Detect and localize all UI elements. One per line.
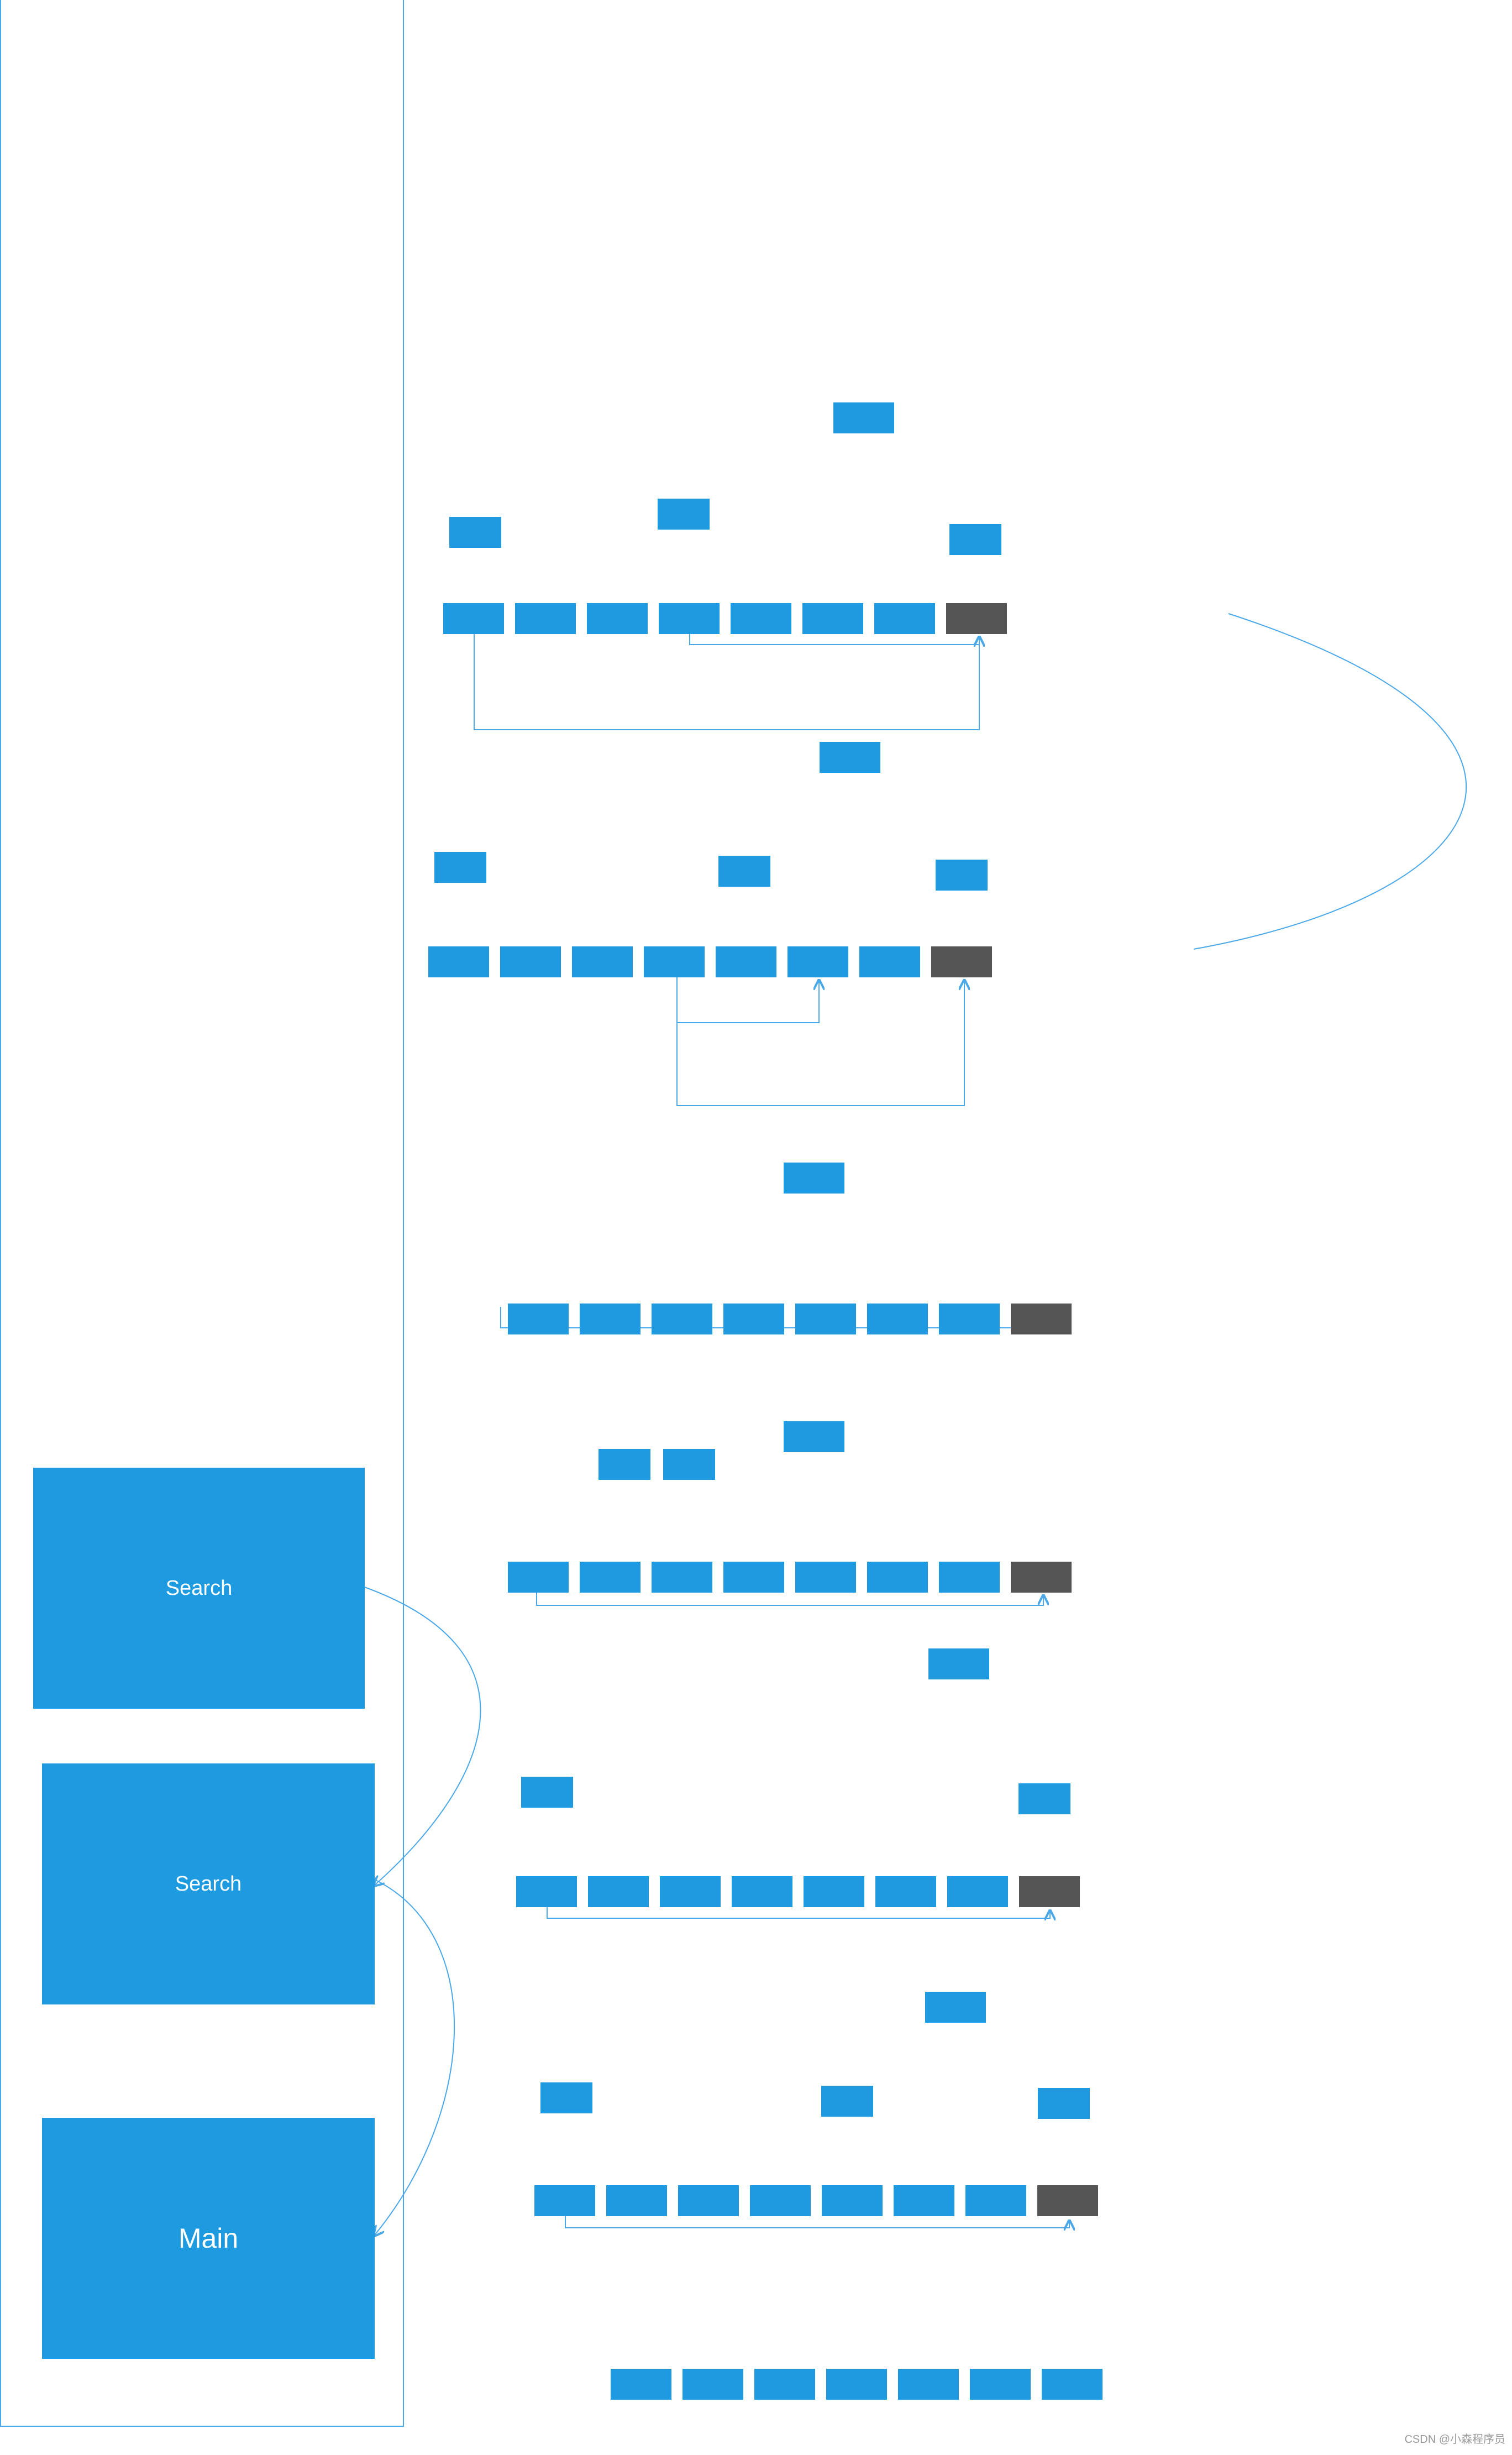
return-curve xyxy=(1193,613,1467,950)
stack-frame-search-inner: Search xyxy=(42,1763,375,2004)
array-cell xyxy=(965,2185,1026,2216)
search-value-box xyxy=(833,402,894,433)
array-cell xyxy=(652,1304,712,1334)
pointer-box xyxy=(936,860,988,891)
array-cell xyxy=(874,603,935,634)
range-bracket xyxy=(536,1593,1043,1606)
mid-to-right-link xyxy=(689,634,979,645)
array-end-cell xyxy=(1011,1304,1072,1334)
array-end-cell xyxy=(946,603,1007,634)
array-cell xyxy=(826,2369,887,2400)
array-cell xyxy=(750,2185,811,2216)
array-cell xyxy=(822,2185,883,2216)
array-cell xyxy=(588,1876,649,1907)
search-value-box xyxy=(820,742,880,773)
array-cell xyxy=(795,1562,856,1593)
range-bracket xyxy=(565,2216,1069,2228)
array-cell xyxy=(678,2185,739,2216)
pointer-box xyxy=(1038,2088,1090,2119)
search-value-box xyxy=(784,1421,844,1452)
array-cell xyxy=(716,946,776,977)
pointer-box xyxy=(449,517,501,548)
array-cell xyxy=(443,603,504,634)
array-cell xyxy=(659,603,720,634)
array-cell xyxy=(580,1304,641,1334)
array-cell xyxy=(500,946,561,977)
array-cell xyxy=(606,2185,667,2216)
array-cell xyxy=(875,1876,936,1907)
array-cell xyxy=(508,1304,569,1334)
stack-frame-search-outer: Search xyxy=(33,1468,365,1709)
pointer-box xyxy=(1019,1783,1070,1814)
array-cell xyxy=(611,2369,671,2400)
watermark: CSDN @小森程序员 xyxy=(1404,2433,1505,2446)
pointer-box xyxy=(540,2082,592,2113)
pointer-box xyxy=(821,2086,873,2117)
array-cell xyxy=(508,1562,569,1593)
pointer-box xyxy=(718,856,770,887)
pointer-box xyxy=(663,1449,715,1480)
array-end-cell xyxy=(1037,2185,1098,2216)
array-cell xyxy=(723,1304,784,1334)
range-bracket xyxy=(547,1907,1050,1918)
array-cell xyxy=(660,1876,721,1907)
pointer-box xyxy=(949,524,1001,555)
mid-link xyxy=(676,977,819,1023)
array-cell xyxy=(894,2185,954,2216)
array-cell xyxy=(939,1304,1000,1334)
array-cell xyxy=(731,603,791,634)
array-cell xyxy=(534,2185,595,2216)
array-cell xyxy=(970,2369,1031,2400)
array-cell xyxy=(516,1876,577,1907)
array-cell xyxy=(723,1562,784,1593)
search-value-box xyxy=(925,1992,986,2023)
pointer-box xyxy=(658,499,710,530)
array-cell xyxy=(652,1562,712,1593)
array-cell xyxy=(580,1562,641,1593)
array-cell xyxy=(795,1304,856,1334)
pointer-box xyxy=(599,1449,650,1480)
frame-label: Search xyxy=(175,1872,242,1896)
array-cell xyxy=(732,1876,792,1907)
frame-label: Search xyxy=(165,1576,233,1600)
array-cell xyxy=(898,2369,959,2400)
pointer-box xyxy=(521,1777,573,1808)
array-cell xyxy=(428,946,489,977)
search-value-box xyxy=(928,1648,989,1679)
pointer-box xyxy=(434,852,486,883)
array-cell xyxy=(867,1562,928,1593)
array-cell xyxy=(1042,2369,1102,2400)
array-cell xyxy=(802,603,863,634)
array-cell xyxy=(572,946,633,977)
call-stack-panel xyxy=(0,0,404,2427)
array-cell xyxy=(683,2369,743,2400)
array-cell xyxy=(939,1562,1000,1593)
array-cell xyxy=(644,946,705,977)
array-end-cell xyxy=(931,946,992,977)
stack-frame-main: Main xyxy=(42,2118,375,2359)
array-end-cell xyxy=(1019,1876,1080,1907)
array-cell xyxy=(859,946,920,977)
array-cell xyxy=(788,946,848,977)
array-cell xyxy=(947,1876,1008,1907)
array-cell xyxy=(587,603,648,634)
array-end-cell xyxy=(1011,1562,1072,1593)
array-cell xyxy=(515,603,576,634)
array-cell xyxy=(867,1304,928,1334)
frame-label: Main xyxy=(178,2223,239,2254)
array-cell xyxy=(754,2369,815,2400)
range-bracket xyxy=(676,977,964,1106)
array-cell xyxy=(804,1876,864,1907)
range-bracket xyxy=(474,634,979,730)
search-value-box xyxy=(784,1163,844,1194)
